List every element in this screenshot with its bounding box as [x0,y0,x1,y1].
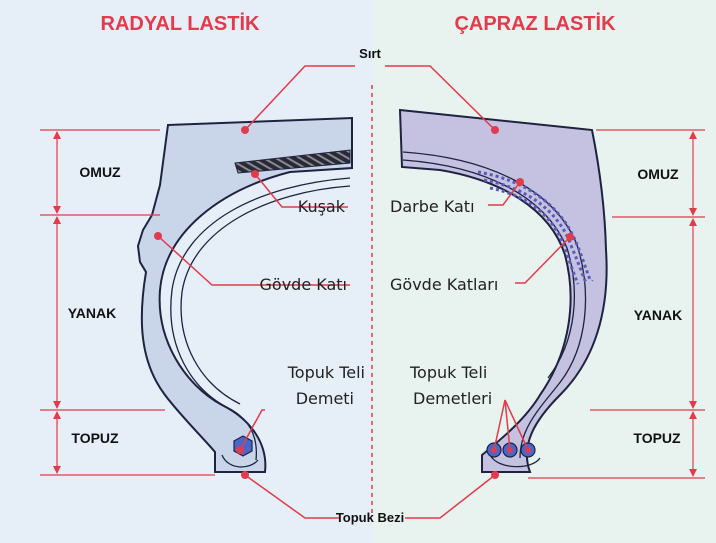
leader-dots [154,126,574,479]
radial-bead-wrap [221,454,259,468]
right-sidewall-label: YANAK [634,307,683,323]
bias-breaker-1 [477,170,594,283]
right-bead-zone-label: TOPUZ [633,430,681,446]
radial-tire [136,116,353,473]
bias-bead-label-2: Demetleri [413,389,492,408]
leader-lines [157,65,571,519]
dimension-arrowheads [53,131,697,477]
radial-belt [234,149,351,174]
bias-bead-label-1: Topuk Teli [409,363,487,382]
radial-title: RADYAL LASTİK [101,12,260,35]
left-shoulder-label: OMUZ [79,164,121,180]
left-panel-bg [0,0,372,543]
right-panel-bg [372,0,716,543]
left-sidewall-label: YANAK [68,305,117,321]
bias-ply-line-1 [402,151,587,459]
body-ply-label: Gövde Katı [260,275,347,294]
radial-ply-line-2 [180,185,351,405]
radial-bead-label-2: Demeti [296,389,354,408]
chafer-label: Topuk Bezi [336,510,404,525]
bias-bead-wrap [489,454,541,468]
radial-bead-label-1: Topuk Teli [287,363,365,382]
left-dimension-lines [40,129,215,476]
bias-tire-body [398,108,608,473]
right-shoulder-label: OMUZ [637,166,679,182]
radial-tire-body [136,116,353,473]
tread-label: Sırt [359,46,381,61]
bias-title: ÇAPRAZ LASTİK [454,12,616,35]
radial-ply-line-1 [170,177,351,461]
body-plies-label: Gövde Katları [390,275,498,294]
right-dimension-lines [528,129,705,479]
belt-label: Kuşak [298,197,346,216]
left-bead-zone-label: TOPUZ [71,430,119,446]
breaker-label: Darbe Katı [390,197,475,216]
